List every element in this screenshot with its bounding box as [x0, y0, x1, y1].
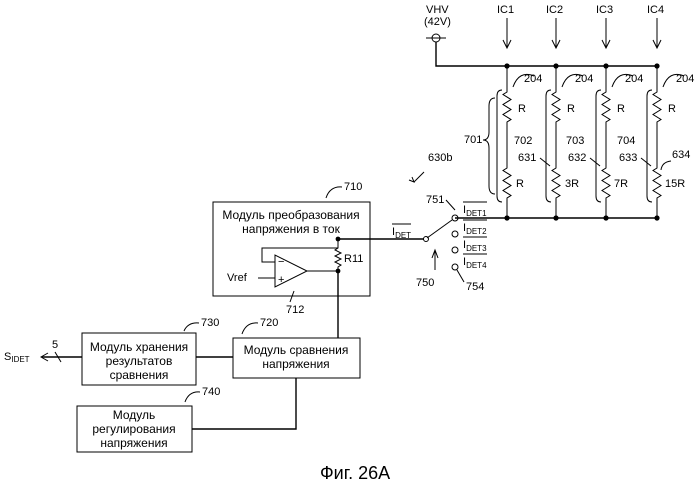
vi-module-title-1: Модуль преобразования	[222, 208, 359, 222]
voltage-regulation-module: Модуль регулирования напряжения 740	[77, 386, 220, 452]
svg-text:702: 702	[514, 135, 532, 147]
vi-module-ref: 710	[344, 181, 362, 193]
svg-text:−: −	[278, 256, 284, 268]
svg-text:сравнения: сравнения	[110, 368, 169, 382]
svg-text:IC2: IC2	[546, 4, 563, 16]
supply-name: VHV	[426, 4, 449, 16]
voltage-compare-module: Модуль сравнения напряжения 720	[233, 317, 360, 378]
supply-voltage: (42V)	[424, 16, 451, 28]
svg-text:631: 631	[518, 152, 536, 164]
svg-text:15R: 15R	[665, 178, 685, 190]
svg-text:7R: 7R	[614, 178, 628, 190]
svg-text:IDET2: IDET2	[463, 222, 487, 236]
svg-text:730: 730	[201, 317, 219, 329]
svg-text:напряжения: напряжения	[262, 357, 329, 371]
svg-text:754: 754	[466, 281, 484, 293]
svg-text:634: 634	[672, 149, 690, 161]
figure-caption: Фиг. 26A	[320, 463, 390, 483]
voltage-to-current-module: Модуль преобразования напряжения в ток 7…	[213, 181, 370, 316]
svg-text:Модуль хранения: Модуль хранения	[90, 340, 188, 354]
svg-text:630b: 630b	[428, 152, 452, 164]
current-arrow-ic4: IC4	[647, 4, 664, 48]
svg-text:R: R	[518, 103, 526, 115]
svg-text:IC1: IC1	[497, 4, 514, 16]
svg-text:IC3: IC3	[596, 4, 613, 16]
svg-text:IDET4: IDET4	[463, 256, 487, 270]
svg-text:IDET: IDET	[392, 226, 411, 240]
current-arrow-ic3: IC3	[596, 4, 613, 48]
svg-text:напряжения: напряжения	[100, 436, 167, 450]
svg-text:204: 204	[524, 73, 542, 85]
svg-text:R11: R11	[344, 253, 363, 265]
svg-text:204: 204	[575, 73, 593, 85]
svg-text:3R: 3R	[565, 178, 579, 190]
svg-text:Модуль: Модуль	[113, 408, 156, 422]
current-arrow-ic1: IC1	[497, 4, 514, 48]
svg-text:SIDET: SIDET	[4, 351, 30, 364]
svg-text:результатов: результатов	[106, 354, 173, 368]
svg-text:R: R	[617, 103, 625, 115]
svg-text:633: 633	[619, 152, 637, 164]
output-signal: 5 SIDET	[4, 339, 82, 364]
svg-text:750: 750	[416, 277, 434, 289]
svg-text:751: 751	[426, 194, 444, 206]
svg-text:IDET3: IDET3	[463, 239, 487, 253]
svg-text:R: R	[516, 178, 524, 190]
svg-text:5: 5	[52, 339, 58, 351]
svg-text:740: 740	[202, 386, 220, 398]
selector-switch: 630b 751 750 754 IDET1 IDET2 IDET3 IDET4…	[392, 152, 487, 293]
svg-text:IDET1: IDET1	[463, 204, 487, 218]
current-arrow-ic2: IC2	[546, 4, 563, 48]
svg-text:регулирования: регулирования	[92, 422, 175, 436]
svg-text:701: 701	[464, 134, 482, 146]
svg-text:IC4: IC4	[647, 4, 664, 16]
resistor-column-4: R 15R 204 704 633 634	[617, 63, 694, 220]
svg-text:204: 204	[676, 73, 694, 85]
svg-text:712: 712	[286, 304, 304, 316]
svg-text:720: 720	[260, 317, 278, 329]
vi-module-title-2: напряжения в ток	[242, 222, 340, 236]
svg-text:632: 632	[568, 152, 586, 164]
svg-text:Модуль сравнения: Модуль сравнения	[244, 343, 349, 357]
svg-text:+: +	[278, 274, 284, 286]
svg-text:704: 704	[617, 135, 635, 147]
svg-text:703: 703	[566, 135, 584, 147]
svg-text:Vref: Vref	[227, 272, 248, 284]
svg-text:R: R	[567, 103, 575, 115]
svg-text:204: 204	[625, 73, 643, 85]
result-storage-module: Модуль хранения результатов сравнения 73…	[82, 317, 219, 385]
svg-text:R: R	[668, 103, 676, 115]
